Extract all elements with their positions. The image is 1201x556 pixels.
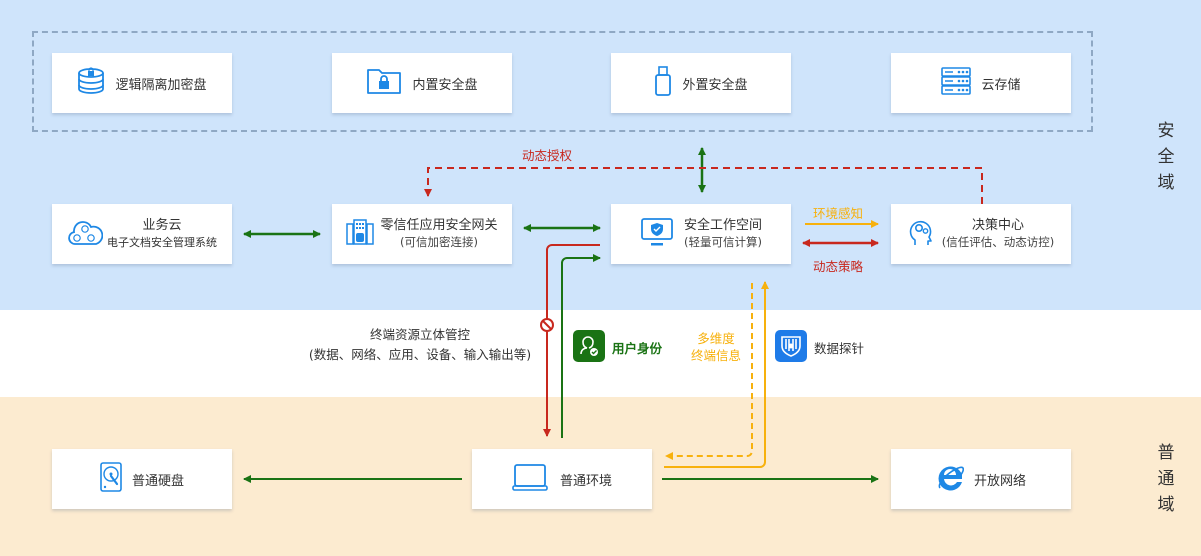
decision-center-node[interactable]: 决策中心 (信任评估、动态访控): [891, 204, 1071, 264]
data-probe-icon: [775, 330, 807, 362]
node-title: 决策中心: [971, 218, 1024, 233]
node-subtitle: (信任评估、动态访控): [941, 235, 1055, 249]
node-label: 普通环境: [559, 473, 612, 489]
secure-workspace-node[interactable]: 安全工作空间 (轻量可信计算): [611, 204, 791, 264]
storage-builtin-disk[interactable]: 内置安全盘: [332, 53, 512, 113]
storage-encrypted-disk[interactable]: 逻辑隔离加密盘: [52, 53, 232, 113]
storage-label: 内置安全盘: [412, 77, 478, 93]
normal-environment-node[interactable]: 普通环境: [472, 449, 652, 509]
zero-trust-gateway-node[interactable]: 零信任应用安全网关 (可信加密连接): [332, 204, 512, 264]
locked-folder-icon: [366, 67, 402, 99]
user-identity-icon: [573, 330, 605, 362]
node-label: 开放网络: [973, 473, 1026, 489]
head-gears-icon: [908, 217, 936, 251]
laptop-icon: [512, 462, 548, 496]
storage-cloud[interactable]: 云存储: [891, 53, 1071, 113]
storage-group: [32, 31, 1093, 132]
label-user-identity: 用户身份: [612, 341, 663, 356]
label-env-sense: 环境感知: [813, 206, 864, 221]
zone-label-char: 域: [1157, 495, 1175, 515]
node-label: 普通硬盘: [131, 473, 184, 489]
cloud-icon: [67, 217, 104, 251]
label-terminal-control: 终端资源立体管控 (数据、网络、应用、设备、输入输出等): [300, 325, 540, 365]
server-rack-icon: [941, 66, 972, 100]
node-title: 安全工作空间: [683, 218, 762, 233]
monitor-shield-icon: [640, 217, 674, 251]
storage-label: 外置安全盘: [682, 77, 748, 93]
encrypted-database-icon: [77, 67, 105, 99]
node-title: 业务云: [142, 218, 182, 233]
storage-external-disk[interactable]: 外置安全盘: [611, 53, 791, 113]
node-subtitle: (可信加密连接): [400, 235, 478, 249]
hard-disk-icon: [100, 462, 122, 496]
node-subtitle: (轻量可信计算): [684, 235, 762, 249]
zone-label-char: 安: [1157, 121, 1175, 141]
label-data-probe: 数据探针: [814, 341, 865, 356]
label-terminal-control-line1: 终端资源立体管控: [369, 327, 470, 342]
zone-label-char: 通: [1157, 469, 1175, 489]
browser-e-icon: [936, 462, 965, 496]
storage-label: 逻辑隔离加密盘: [115, 77, 207, 93]
safe-zone-label: 安全域: [1156, 118, 1176, 196]
label-multi-dim-line2: 终端信息: [690, 348, 741, 363]
zone-label-char: 全: [1157, 147, 1175, 167]
label-dynamic-policy: 动态策略: [813, 259, 864, 274]
storage-label: 云存储: [981, 77, 1021, 93]
label-multi-dim: 多维度 终端信息: [686, 330, 746, 364]
normal-zone-label: 普通域: [1156, 440, 1176, 518]
zone-label-char: 普: [1157, 443, 1175, 463]
open-network-node[interactable]: 开放网络: [891, 449, 1071, 509]
building-shield-icon: [346, 218, 375, 250]
label-multi-dim-line1: 多维度: [697, 331, 735, 346]
normal-disk-node[interactable]: 普通硬盘: [52, 449, 232, 509]
label-terminal-control-line2: (数据、网络、应用、设备、输入输出等): [308, 347, 532, 362]
zone-label-char: 域: [1157, 173, 1175, 193]
node-subtitle: 电子文档安全管理系统: [107, 236, 217, 249]
label-dynamic-auth: 动态授权: [522, 148, 573, 163]
usb-drive-icon: [654, 66, 672, 100]
business-cloud-node[interactable]: 业务云 电子文档安全管理系统: [52, 204, 232, 264]
node-title: 零信任应用安全网关: [380, 218, 498, 233]
